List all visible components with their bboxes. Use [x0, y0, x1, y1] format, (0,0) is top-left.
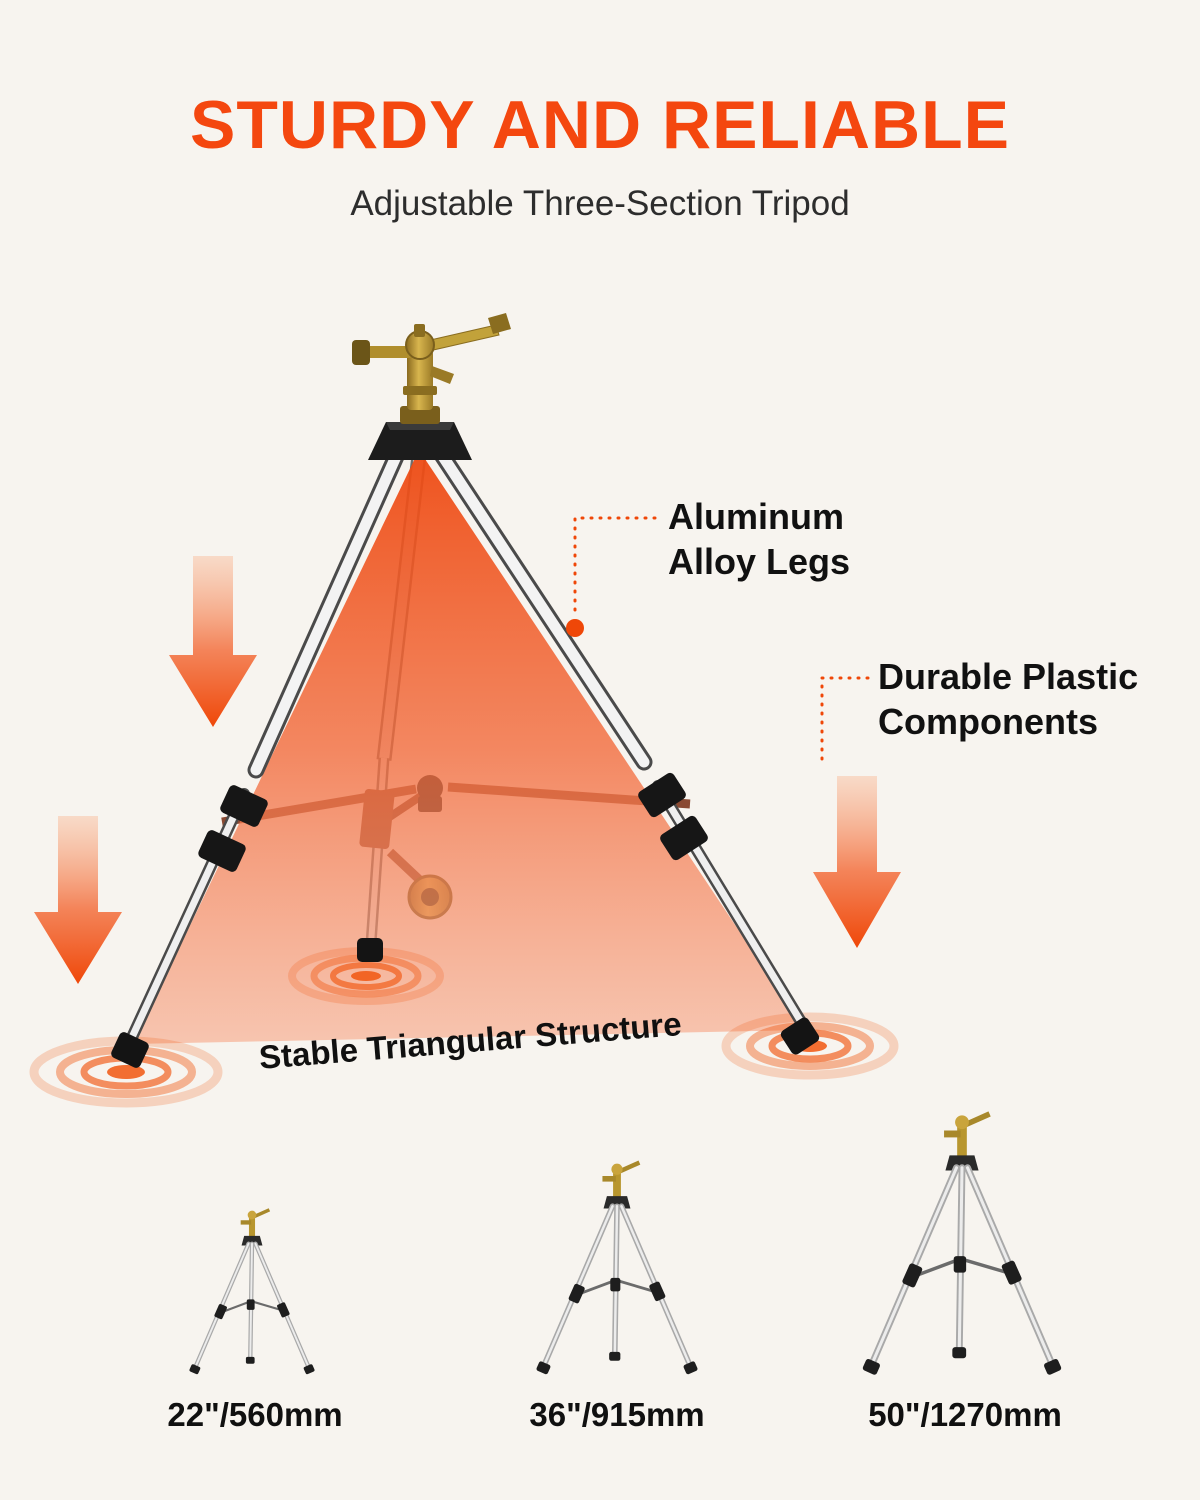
leg-clamps: [198, 772, 708, 872]
leader-dot: [566, 619, 584, 637]
down-arrows: [34, 556, 901, 984]
tripod-hub: [368, 422, 472, 460]
page-subtitle: Adjustable Three-Section Tripod: [350, 184, 850, 223]
tripod-size-small: [189, 1210, 315, 1375]
rubber-feet: [111, 938, 820, 1068]
down-arrow-icon: [813, 776, 901, 948]
tripod-size-medium: [536, 1163, 698, 1375]
callout-line: Components: [878, 701, 1098, 743]
leader-line-aluminum: [573, 516, 657, 618]
callout-durable-plastic-components: Durable Plastic Components: [878, 654, 1138, 745]
page-title: STURDY AND RELIABLE: [190, 87, 1010, 163]
size-label-medium: 36"/915mm: [529, 1396, 705, 1433]
leader-line-plastic: [820, 676, 870, 765]
down-arrow-icon: [169, 556, 257, 727]
size-label-large: 50"/1270mm: [868, 1396, 1062, 1433]
callout-line: Durable Plastic: [878, 656, 1139, 697]
callout-aluminum-alloy-legs: Aluminum Alloy Legs: [668, 494, 850, 585]
down-arrow-icon: [34, 816, 122, 984]
callout-line: Aluminum: [668, 496, 844, 537]
tripod-size-large: [862, 1114, 1062, 1376]
coverage-triangle: [133, 450, 805, 1044]
leader-lines: [573, 516, 870, 765]
size-label-small: 22"/560mm: [167, 1396, 343, 1433]
sprinkler-head: [352, 313, 511, 424]
callout-line: Alloy Legs: [668, 541, 851, 583]
header: STURDY AND RELIABLE Adjustable Three-Sec…: [0, 86, 1200, 224]
